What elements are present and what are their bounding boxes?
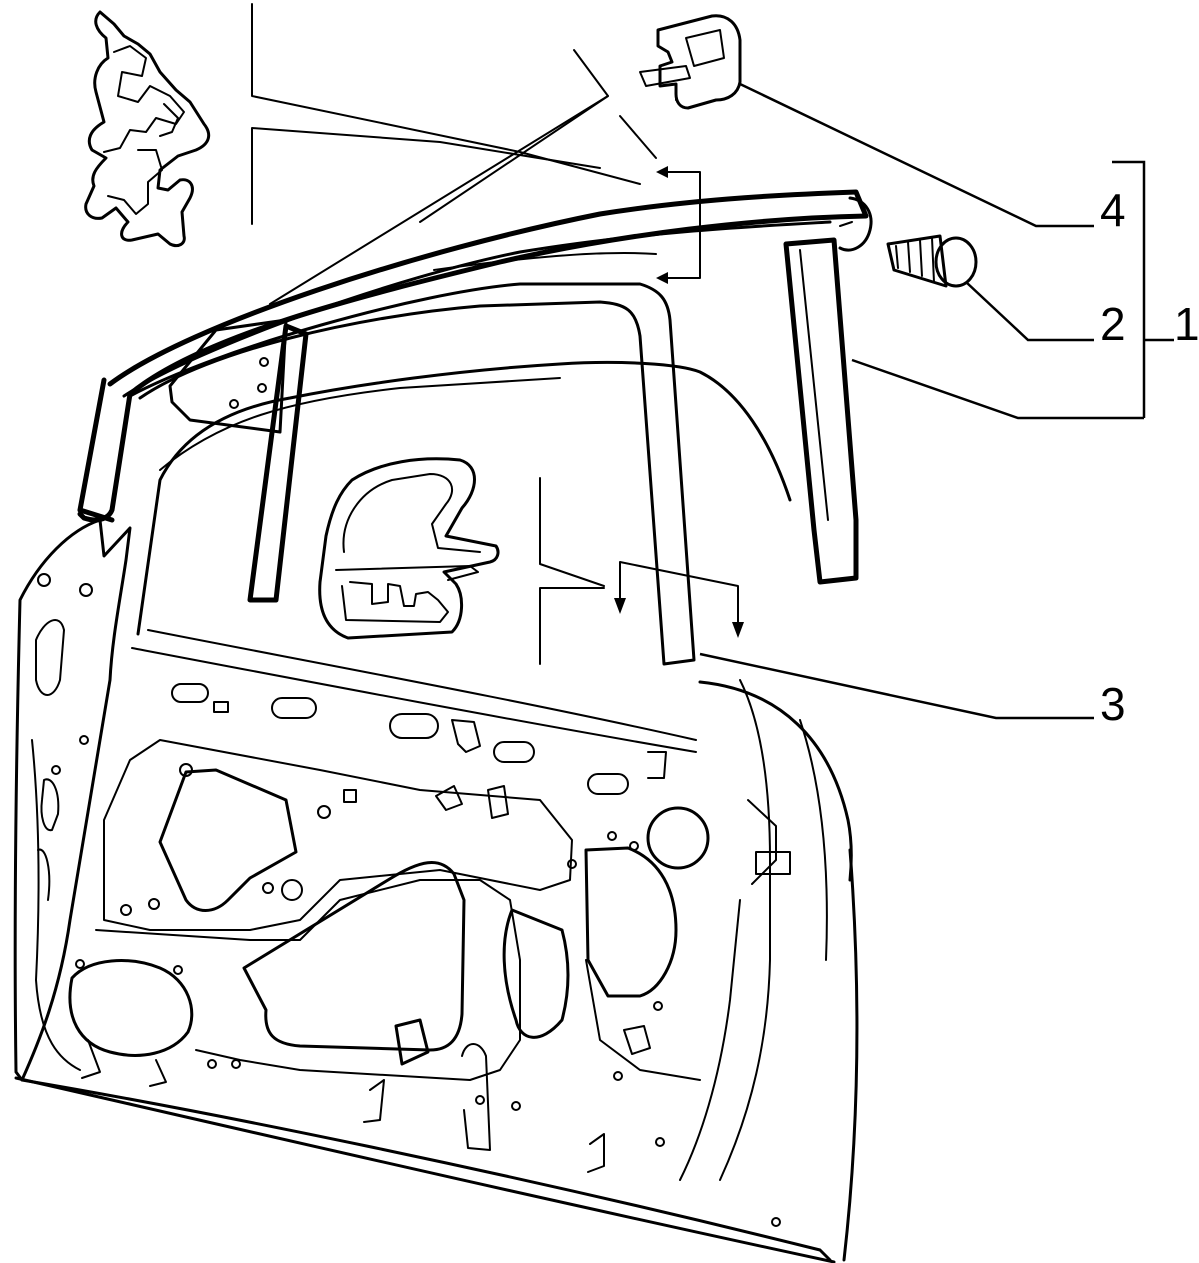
callout-1: 1 bbox=[1174, 298, 1199, 350]
callout-2: 2 bbox=[1100, 298, 1126, 350]
upper-seal-section-detail bbox=[84, 10, 211, 248]
leader-line-3 bbox=[699, 652, 1094, 720]
callout-labels: 4 2 1 3 bbox=[1100, 184, 1199, 730]
push-clip-part-2 bbox=[886, 234, 978, 288]
arrow-head-icon bbox=[656, 272, 668, 284]
alignment-arrows-upper bbox=[269, 49, 701, 305]
leader-line-to-bracket bbox=[851, 358, 1144, 420]
arrow-head-icon bbox=[732, 622, 744, 638]
callout-4: 4 bbox=[1100, 184, 1126, 236]
section-cut-marker-lower bbox=[539, 477, 744, 665]
leader-lines bbox=[699, 82, 1174, 720]
lower-seal-section-detail bbox=[318, 457, 500, 640]
arrow-head-icon bbox=[656, 166, 668, 178]
callout-3: 3 bbox=[1100, 678, 1126, 730]
door-frame-seal-part-1 bbox=[77, 189, 873, 666]
leader-line-2 bbox=[965, 281, 1094, 342]
door-inner-panel bbox=[13, 318, 859, 1263]
group-bracket bbox=[1112, 160, 1146, 418]
leader-line-4 bbox=[739, 82, 1094, 228]
arrow-head-icon bbox=[614, 598, 626, 614]
corner-clip-part-4 bbox=[639, 14, 742, 110]
